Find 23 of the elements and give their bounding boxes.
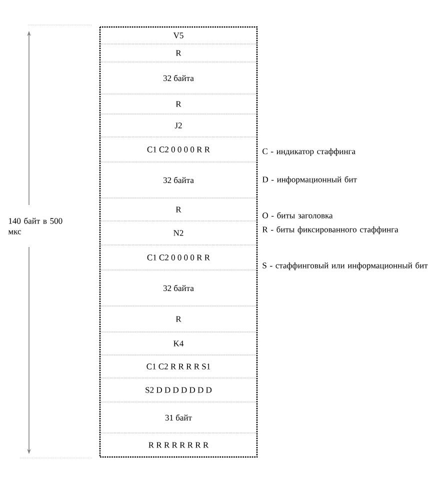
frame-row: C1 C2 0 0 0 0 R R [100, 136, 258, 162]
frame-row: 31 байт [100, 402, 258, 434]
frame-row: 32 байта [100, 270, 258, 306]
frame-row: V5 [100, 26, 258, 44]
frame-row: S2 D D D D D D D [100, 378, 258, 402]
legend-note: C - индикатор стаффинга [262, 148, 356, 156]
frame-row: C1 C2 0 0 0 0 R R [100, 244, 258, 270]
legend-note: D - информационный бит [262, 176, 357, 184]
frame-row: R [100, 94, 258, 114]
frame-row: J2 [100, 114, 258, 138]
frame-row: R R R R R R R R [100, 432, 258, 458]
frame-row: R [100, 198, 258, 222]
frame-row: N2 [100, 220, 258, 246]
legend-note: O - биты заголовка [262, 212, 333, 218]
frame-row: C1 C2 R R R R S1 [100, 354, 258, 378]
frame-row: K4 [100, 332, 258, 356]
frame-row: R [100, 44, 258, 62]
frame-row: 32 байта [100, 62, 258, 94]
frame-row: 32 байта [100, 162, 258, 198]
legend-note: S - стаффинговый или информационный бит [262, 262, 428, 270]
legend-note: R - биты фиксированного стаффинга [262, 226, 398, 234]
frame-row: R [100, 306, 258, 332]
dimension-label: 140 байт в 500 мкс [8, 218, 62, 234]
